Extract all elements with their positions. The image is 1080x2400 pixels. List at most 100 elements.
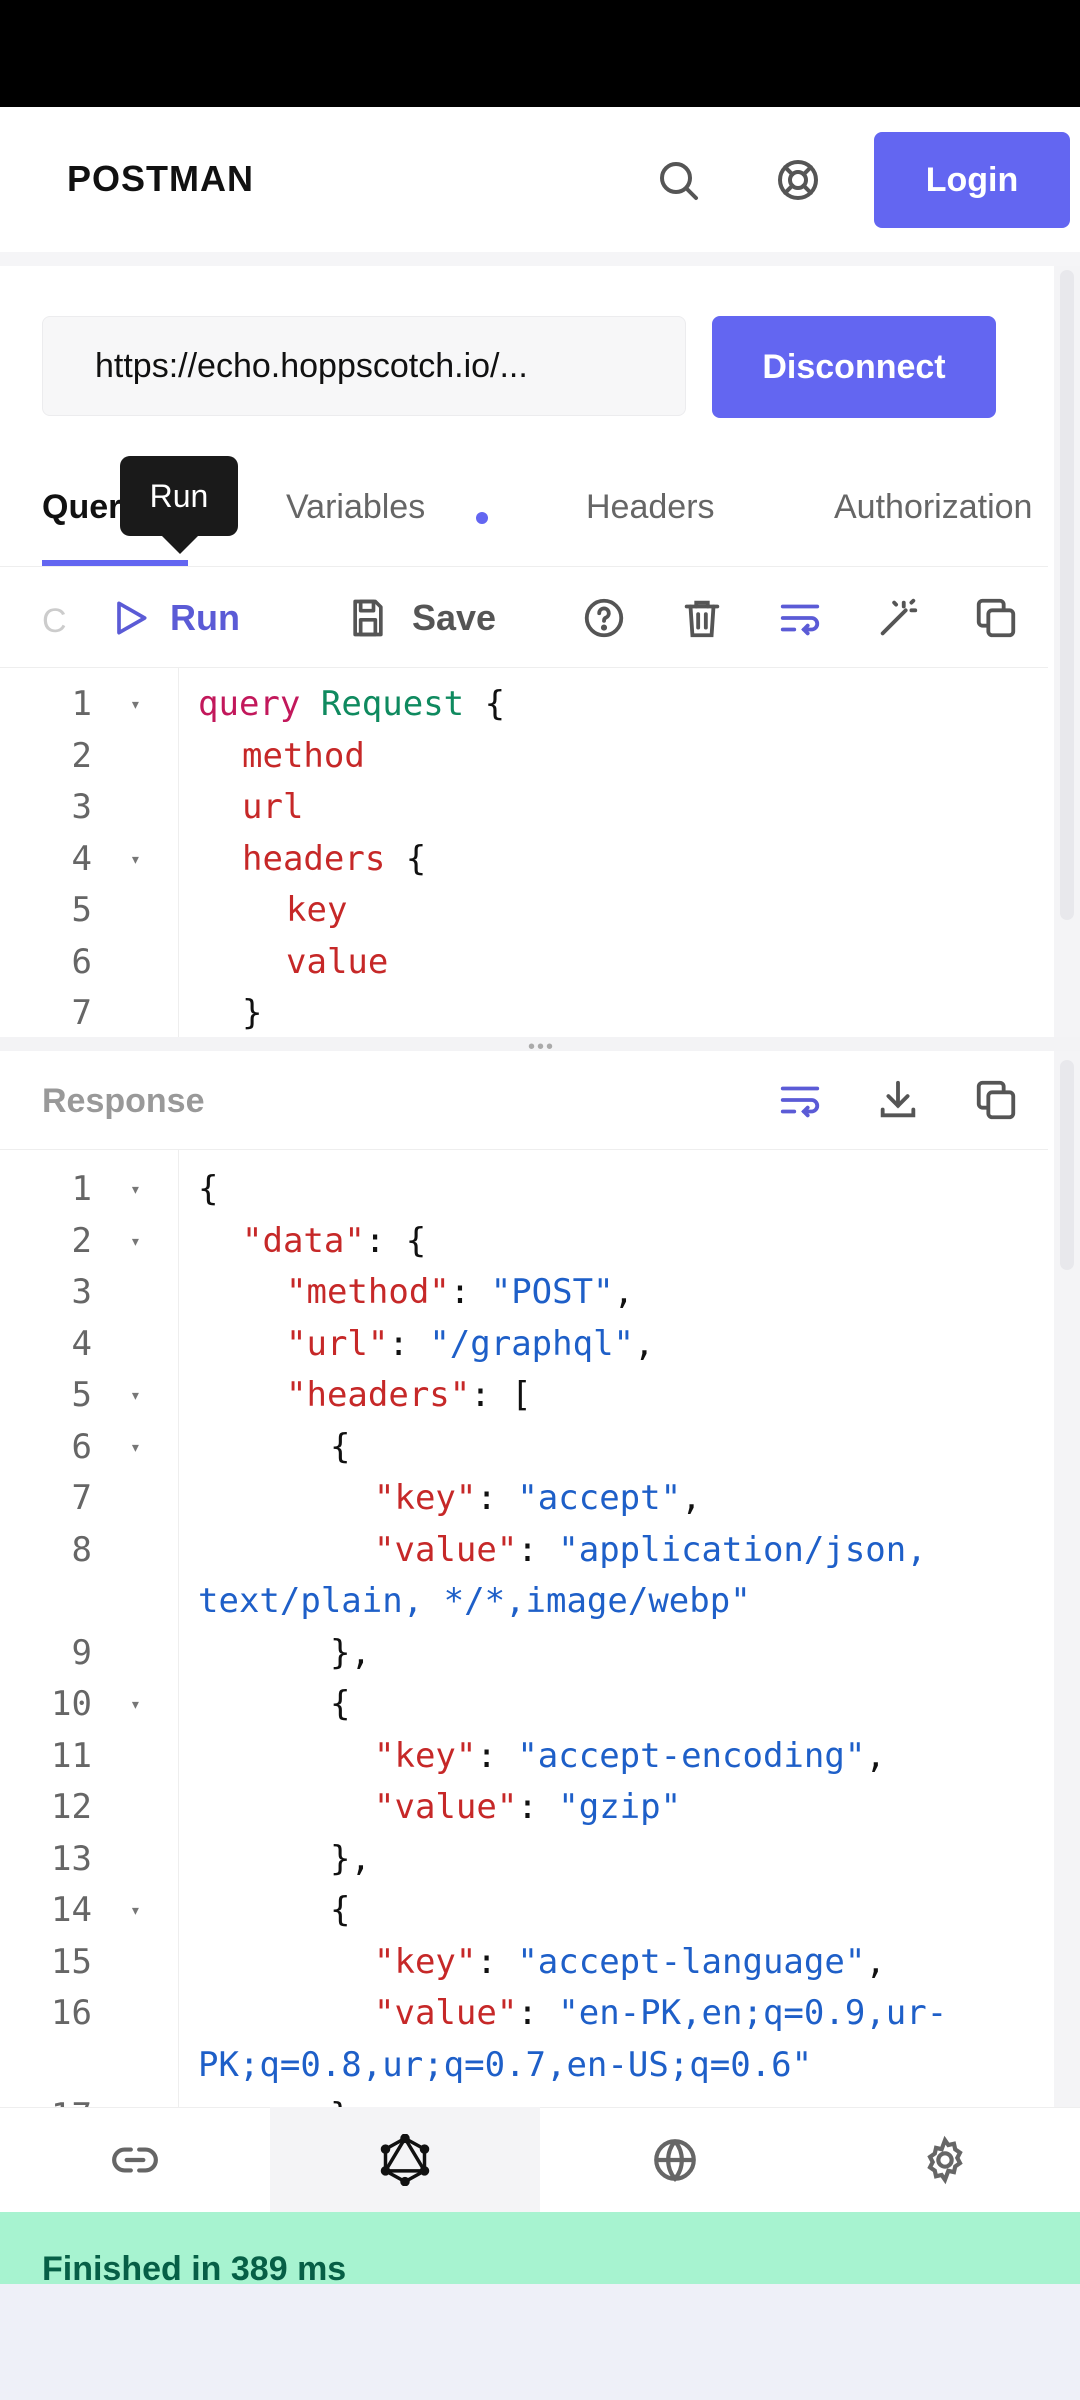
- code-text: headers {: [242, 839, 426, 879]
- code-line: 1▾query Request {: [0, 684, 1048, 735]
- code-token: :: [476, 1941, 518, 1982]
- code-text: text/plain, */*,image/webp": [198, 1581, 751, 1621]
- code-token: :: [517, 1787, 559, 1827]
- run-tooltip: Run: [120, 456, 238, 536]
- brand-title: POSTMAN: [67, 158, 254, 199]
- code-token: text/plain, */*,image/webp": [198, 1581, 751, 1621]
- tab-headers[interactable]: Headers: [586, 488, 715, 526]
- help-button[interactable]: [576, 590, 632, 646]
- code-token: "key": [374, 1478, 477, 1518]
- code-text: },: [330, 1839, 371, 1879]
- line-number: 5: [71, 1375, 92, 1415]
- search-button[interactable]: [648, 150, 708, 210]
- line-number: 6: [71, 1426, 92, 1467]
- code-token: "POST": [490, 1272, 614, 1312]
- code-text: "value": "application/json,: [374, 1530, 927, 1570]
- line-number: 14: [51, 1890, 92, 1930]
- nav-graphql[interactable]: [270, 2107, 540, 2212]
- response-wrap-button[interactable]: [772, 1072, 828, 1128]
- variables-indicator-dot: [476, 512, 488, 524]
- download-icon: [880, 1080, 916, 1118]
- resizer-handle[interactable]: •••: [528, 1036, 556, 1058]
- nav-realtime[interactable]: [540, 2107, 810, 2212]
- response-scrollbar-thumb[interactable]: [1060, 1060, 1074, 1270]
- tab-variables[interactable]: Variables: [286, 488, 426, 526]
- link-icon: [112, 2147, 158, 2172]
- scrollbar-thumb[interactable]: [1060, 270, 1074, 920]
- code-token: {: [330, 1684, 351, 1724]
- code-token: "value": [374, 1993, 518, 2033]
- line-number: 5: [71, 890, 92, 930]
- code-token: {: [464, 684, 506, 724]
- fold-toggle-icon[interactable]: ▾: [130, 848, 141, 870]
- copy-response-button[interactable]: [968, 1072, 1024, 1128]
- bottom-navigation: [0, 2107, 1080, 2213]
- code-line: 14 ▾ {: [0, 1890, 1048, 1941]
- code-token: Request: [320, 684, 465, 724]
- fold-toggle-icon[interactable]: ▾: [130, 1900, 141, 1921]
- run-button[interactable]: Run: [108, 590, 240, 646]
- response-editor[interactable]: 1▾{2▾"data": {3"method": "POST",4"url": …: [0, 1149, 1048, 2107]
- tab-authorization[interactable]: Authorization: [834, 488, 1033, 526]
- code-token: "accept-encoding": [517, 1735, 866, 1776]
- editor-gutter: [0, 668, 179, 1038]
- code-text: PK;q=0.8,ur;q=0.7,en-US;q=0.6": [198, 2045, 812, 2085]
- code-token: method: [242, 735, 365, 776]
- code-line: 7}: [0, 993, 1048, 1038]
- tooltip-arrow: [162, 536, 198, 554]
- line-number: 2: [71, 1220, 92, 1261]
- line-number: 8: [71, 1529, 92, 1570]
- line-number: 4: [71, 838, 92, 879]
- line-number: 11: [51, 1735, 92, 1776]
- line-number: 13: [51, 1838, 92, 1879]
- code-text: {: [330, 1890, 350, 1930]
- save-button[interactable]: Save: [346, 590, 496, 646]
- fold-toggle-icon[interactable]: ▾: [130, 1179, 141, 1200]
- fold-toggle-icon[interactable]: ▾: [130, 1230, 141, 1252]
- login-button[interactable]: Login: [874, 132, 1070, 228]
- fold-toggle-icon[interactable]: ▾: [130, 1694, 141, 1715]
- code-text: key: [286, 890, 347, 930]
- prettify-button[interactable]: [870, 590, 926, 646]
- code-token: "method": [286, 1272, 450, 1312]
- code-token: ,: [613, 1272, 635, 1312]
- code-token: : {: [364, 1220, 427, 1261]
- download-response-button[interactable]: [870, 1072, 926, 1128]
- code-token: "data": [242, 1220, 365, 1261]
- code-token: "url": [286, 1323, 389, 1364]
- wrap-lines-icon: [780, 1086, 820, 1118]
- code-token: },: [330, 1632, 371, 1673]
- url-input[interactable]: https://echo.hoppscotch.io/...: [42, 316, 686, 416]
- play-icon: [117, 601, 147, 635]
- copy-query-button[interactable]: [968, 590, 1024, 646]
- nav-rest[interactable]: [0, 2107, 270, 2212]
- code-line: 10▾{: [0, 1684, 1048, 1735]
- code-line: 6▾{: [0, 1427, 1048, 1478]
- pane-resizer[interactable]: [0, 1037, 1080, 1051]
- code-token: "value": [374, 1529, 518, 1570]
- line-number: 1: [71, 684, 92, 724]
- code-token: :: [388, 1323, 430, 1364]
- globe-icon: [654, 2138, 696, 2182]
- disconnect-button[interactable]: Disconnect: [712, 316, 996, 418]
- wrap-lines-button[interactable]: [772, 590, 828, 646]
- fold-toggle-icon[interactable]: ▾: [130, 1385, 141, 1406]
- code-token: : [: [470, 1375, 532, 1415]
- code-token: "headers": [286, 1375, 471, 1415]
- code-token: "gzip": [558, 1787, 682, 1827]
- support-button[interactable]: [768, 150, 828, 210]
- active-tab-indicator: [42, 560, 188, 566]
- response-title: Response: [42, 1082, 205, 1120]
- code-text: },: [330, 1633, 371, 1673]
- nav-settings[interactable]: [810, 2107, 1080, 2212]
- code-line: text/plain, */*,image/webp": [0, 1581, 1048, 1632]
- delete-button[interactable]: [674, 590, 730, 646]
- editor-gutter: [0, 1149, 179, 2107]
- line-number: 7: [71, 993, 92, 1033]
- fold-toggle-icon[interactable]: ▾: [130, 694, 141, 715]
- code-token: }: [242, 993, 263, 1033]
- fold-toggle-icon[interactable]: ▾: [130, 1436, 141, 1458]
